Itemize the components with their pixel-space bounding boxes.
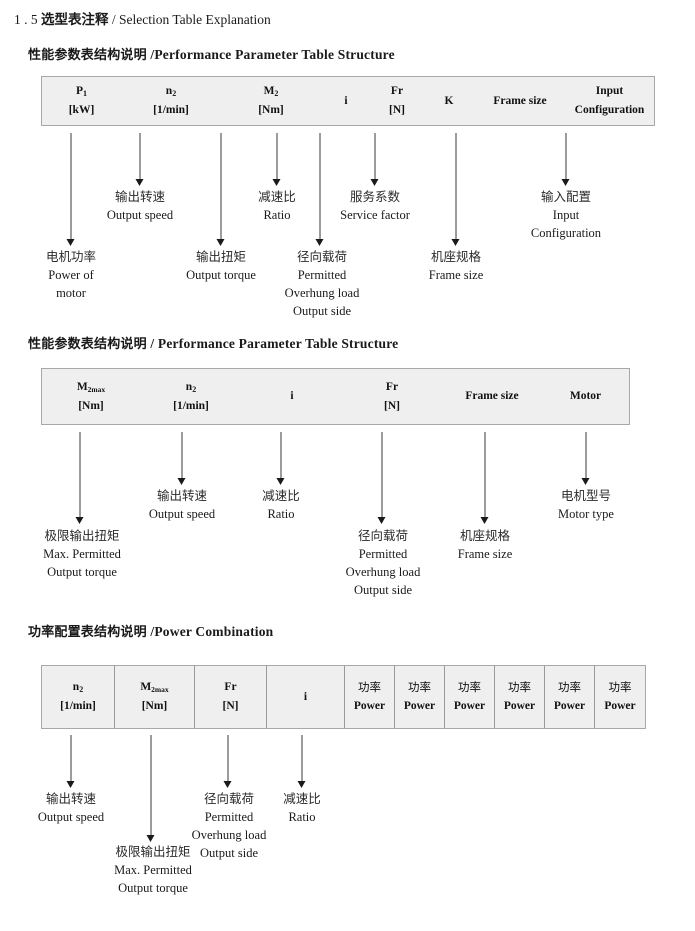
label-motor-type: 电机型号 Motor type <box>558 488 614 522</box>
section-3-heading-english: Power Combination <box>154 624 274 639</box>
label-input-configuration: 输入配置 Input Configuration <box>530 189 602 241</box>
table2-col-frame-size: Frame size <box>465 390 519 403</box>
table1-col-m2: M2 [Nm] <box>258 85 284 116</box>
arrow-to-input-configuration <box>561 133 571 186</box>
page-title-number: 1 . 5 <box>14 12 38 27</box>
label-output-torque: 输出扭矩 Output torque <box>186 249 256 283</box>
label-output-speed-2: 输出转速 Output speed <box>148 488 216 522</box>
label-output-speed-3: 输出转速 Output speed <box>37 791 105 825</box>
label-permitted-overhung-load: 径向载荷 Permitted Overhung load Output side <box>284 249 360 319</box>
arrow-to-permitted-overhung-load <box>315 133 325 246</box>
table3-col-power-5: 功率 Power <box>544 666 594 728</box>
performance-parameter-table-2: M2max [Nm] n2 [1/min] i Fr [N] Frame siz… <box>41 368 630 425</box>
table3-col-n2: n2 [1/min] <box>60 681 96 712</box>
power-combination-table: n2 [1/min] M2max [Nm] Fr [N] i 功率 Power … <box>41 665 646 729</box>
label-output-speed: 输出转速 Output speed <box>106 189 174 223</box>
page-title-chinese: 选型表注释 <box>41 12 109 28</box>
table3-col-power-3: 功率 Power <box>444 666 494 728</box>
table3-col-power-2: 功率 Power <box>394 666 444 728</box>
label-ratio-3: 减速比 Ratio <box>283 791 321 825</box>
arrow-to-output-torque <box>216 133 226 246</box>
table1-col-frame-size: Frame size <box>493 94 547 107</box>
table3-col-power-6: 功率 Power <box>594 666 645 728</box>
section-1-heading: 性能参数表结构说明 /Performance Parameter Table S… <box>28 44 395 63</box>
arrow-to-ratio-2 <box>276 432 286 485</box>
section-3-heading: 功率配置表结构说明 /Power Combination <box>28 621 273 640</box>
label-power-of-motor: 电机功率 Power of motor <box>45 249 97 301</box>
page-title-english: Selection Table Explanation <box>119 12 271 27</box>
label-frame-size: 机座规格 Frame size <box>428 249 484 283</box>
arrow-to-output-speed-3 <box>66 735 76 788</box>
arrow-to-power-of-motor <box>66 133 76 246</box>
section-3-heading-separator: / <box>146 624 155 639</box>
label-ratio-2: 减速比 Ratio <box>262 488 300 522</box>
arrow-to-output-speed <box>135 133 145 186</box>
arrow-to-motor-type <box>581 432 591 485</box>
table1-col-k: K <box>444 94 454 107</box>
table3-col-i: i <box>266 666 344 728</box>
arrow-to-permitted-overhung-load-3 <box>223 735 233 788</box>
arrow-to-frame-size-2 <box>480 432 490 524</box>
arrow-to-max-permitted-output-torque-3 <box>146 735 156 842</box>
arrow-to-ratio <box>272 133 282 186</box>
section-2-heading-separator: / <box>146 336 158 351</box>
performance-parameter-table-1: P1 [kW] n2 [1/min] M2 [Nm] i Fr [N] K Fr… <box>41 76 655 126</box>
section-1-heading-separator: / <box>146 47 155 62</box>
table1-col-p1: P1 [kW] <box>68 85 95 116</box>
table1-col-input-configuration: Input Configuration <box>574 85 645 116</box>
arrow-to-max-permitted-output-torque <box>75 432 85 524</box>
table3-col-m2max: M2max [Nm] <box>114 666 194 728</box>
table1-col-i: i <box>344 94 348 107</box>
label-ratio: 减速比 Ratio <box>258 189 296 223</box>
table1-col-fr: Fr [N] <box>389 85 405 116</box>
section-1-heading-chinese: 性能参数表结构说明 <box>28 48 147 63</box>
table3-col-power-4: 功率 Power <box>494 666 544 728</box>
table3-col-power-1: 功率 Power <box>344 666 394 728</box>
page-title: 1 . 5 选型表注释 / Selection Table Explanatio… <box>14 8 271 28</box>
section-2-heading: 性能参数表结构说明 / Performance Parameter Table … <box>28 333 398 352</box>
arrow-to-output-speed-2 <box>177 432 187 485</box>
section-2-heading-chinese: 性能参数表结构说明 <box>28 337 147 352</box>
table2-col-motor: Motor <box>569 390 602 403</box>
section-3-heading-chinese: 功率配置表结构说明 <box>28 625 147 640</box>
section-2-heading-english: Performance Parameter Table Structure <box>157 336 399 351</box>
label-max-permitted-output-torque: 极限输出扭矩 Max. Permitted Output torque <box>43 528 121 580</box>
arrow-to-service-factor <box>370 133 380 186</box>
label-max-permitted-output-torque-3: 极限输出扭矩 Max. Permitted Output torque <box>114 844 192 896</box>
label-permitted-overhung-load-2: 径向载荷 Permitted Overhung load Output side <box>345 528 421 598</box>
arrow-to-frame-size <box>451 133 461 246</box>
table1-col-n2: n2 [1/min] <box>153 85 189 116</box>
table2-col-i: i <box>290 390 294 403</box>
page-title-separator: / <box>108 12 120 27</box>
section-1-heading-english: Performance Parameter Table Structure <box>154 47 395 62</box>
table2-col-fr: Fr [N] <box>384 380 400 412</box>
table2-col-m2max: M2max [Nm] <box>76 380 106 412</box>
label-permitted-overhung-load-3: 径向载荷 Permitted Overhung load Output side <box>191 791 267 861</box>
table3-col-fr: Fr [N] <box>194 666 266 728</box>
table2-col-n2: n2 [1/min] <box>173 380 209 412</box>
label-frame-size-2: 机座规格 Frame size <box>457 528 513 562</box>
arrow-to-ratio-3 <box>297 735 307 788</box>
arrow-to-permitted-overhung-load-2 <box>377 432 387 524</box>
label-service-factor: 服务系数 Service factor <box>340 189 410 223</box>
